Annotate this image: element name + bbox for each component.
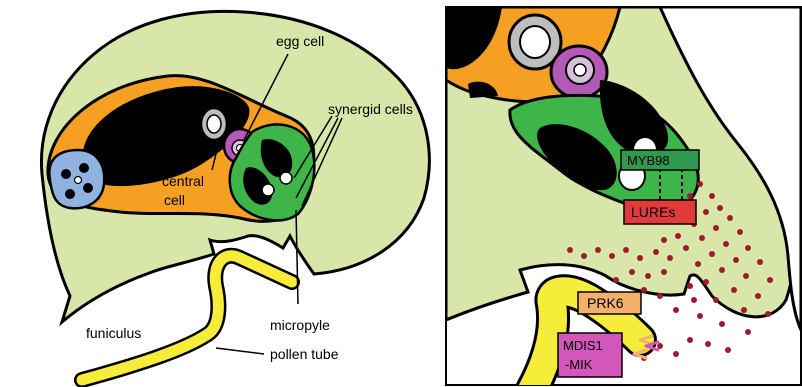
central-cell-label-line1: central [162,173,204,189]
myb98-label: MYB98 [627,153,670,168]
prk6-label: PRK6 [587,295,624,311]
central-cell-label-line2: cell [164,192,185,208]
mdis1-label-line2: -MIK [565,357,593,372]
micropyle-label: micropyle [270,317,330,333]
pollen-tube-label: pollen tube [270,346,339,362]
lures-box: LUREs [624,200,696,224]
antipodal-cells [49,150,104,208]
synergid-cells-label: synergid cells [328,101,413,117]
myb98-box: MYB98 [621,150,699,170]
lures-label: LUREs [631,204,675,220]
mdis1-label-line1: MDIS1 [563,338,603,353]
ovule-panel: egg cell synergid cells central cell fun… [41,11,429,380]
closeup-panel: MYB98 LUREs PRK6 MDIS1 -MIK [446,7,801,387]
funiculus-label: funiculus [86,325,141,341]
mdis1-mik-box: MDIS1 -MIK [558,333,622,377]
prk6-box: PRK6 [578,292,641,314]
closeup-egg-cell [551,46,607,98]
egg-cell-label: egg cell [276,33,324,49]
